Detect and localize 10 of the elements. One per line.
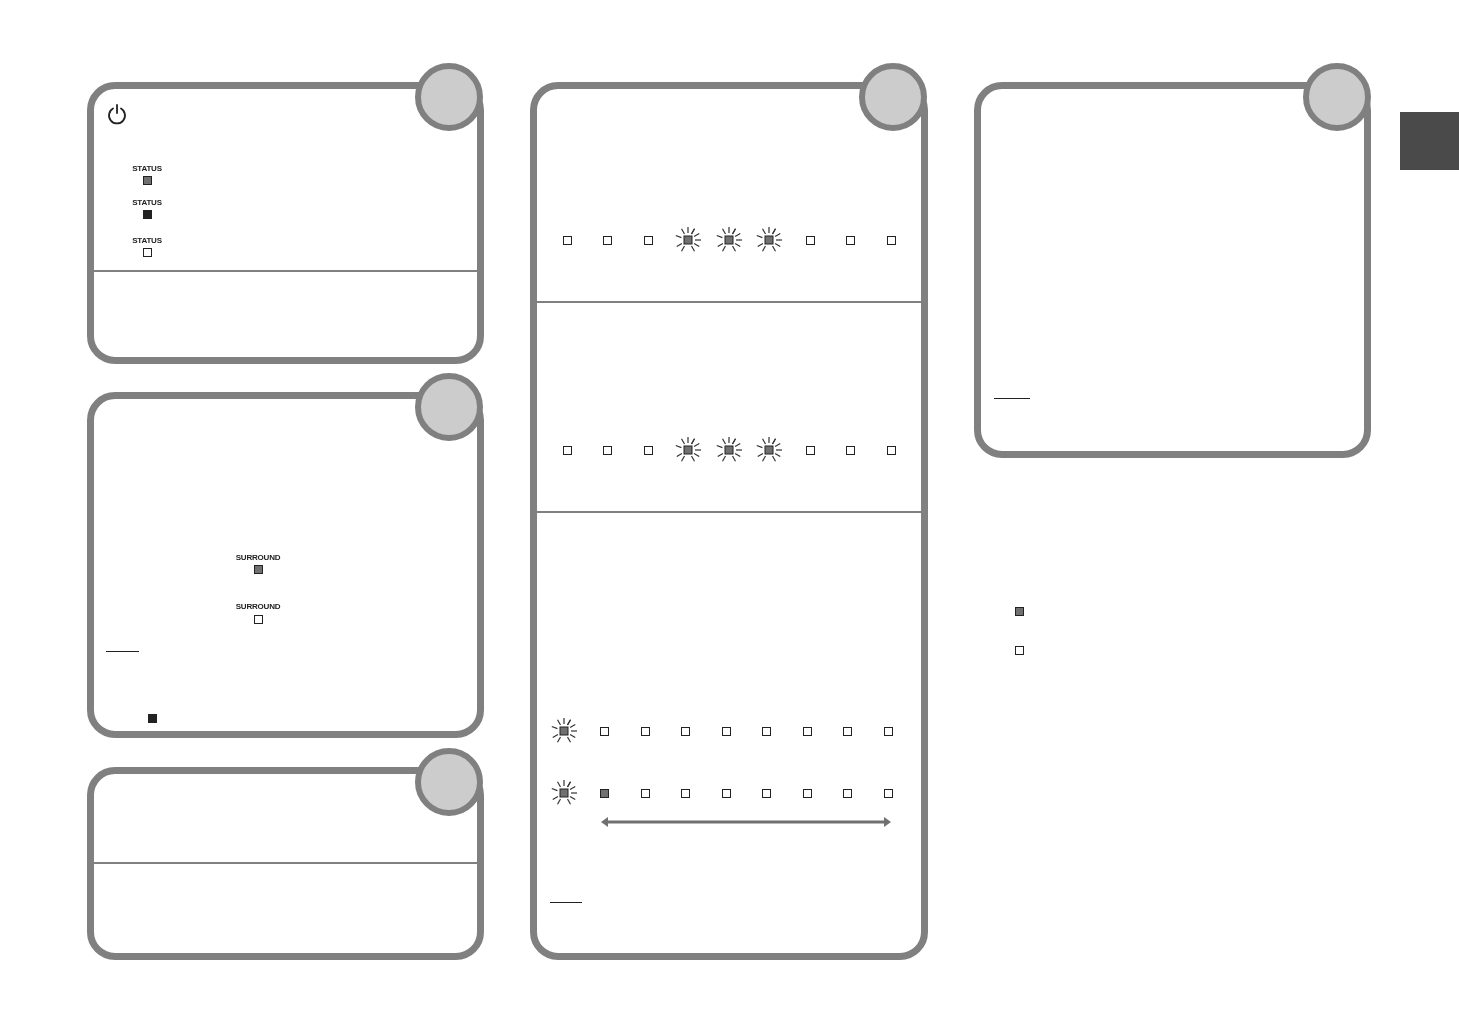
instruction-panel <box>530 82 928 960</box>
instruction-panel <box>87 82 484 364</box>
indicator-label: SURROUND <box>235 601 281 611</box>
indicator-label: STATUS <box>132 163 162 173</box>
indicator-label: SURROUND <box>235 552 281 562</box>
instruction-panel <box>974 82 1371 458</box>
indicator-label: STATUS <box>132 197 162 207</box>
indicator-label: STATUS <box>132 235 162 245</box>
instruction-panel <box>87 767 484 960</box>
instruction-panel <box>87 392 484 738</box>
